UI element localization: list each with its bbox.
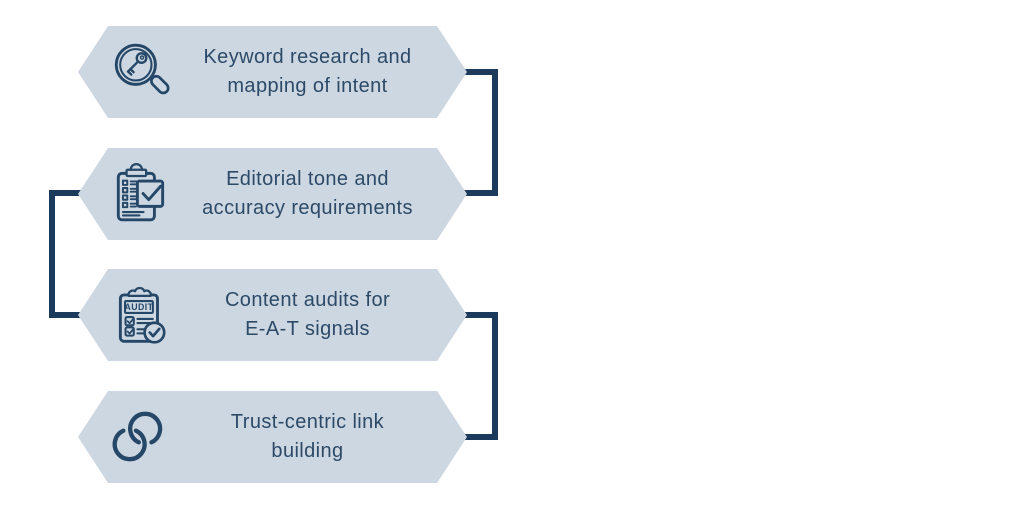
connector-step1-step2 (464, 69, 498, 196)
step-label: Trust-centric link building (174, 408, 467, 466)
step-label-line1: Trust-centric link (230, 411, 385, 433)
step-label-line2: accuracy requirements (202, 197, 413, 219)
process-step-banner-2: Editorial tone and accuracy requirements (78, 148, 467, 240)
step-label-line2: E-A-T signals (245, 318, 370, 340)
process-step-banner-4: Trust-centric link building (78, 391, 467, 483)
step-label-line2: mapping of intent (227, 75, 388, 97)
magnifier-key-icon (108, 39, 174, 105)
process-step-banner-3: AUDIT Content audits for E-A-T signals (78, 269, 467, 361)
audit-label: AUDIT (125, 302, 154, 312)
connector-step2-step3 (49, 190, 83, 318)
step-label: Content audits for E-A-T signals (174, 286, 467, 344)
step-label-line2: building (271, 440, 344, 462)
process-step-banner-1: Keyword research and mapping of intent (78, 26, 467, 118)
audit-clipboard-icon: AUDIT (108, 282, 174, 348)
chain-link-icon (108, 404, 174, 470)
step-label: Keyword research and mapping of intent (174, 43, 467, 101)
step-label-line1: Editorial tone and (226, 168, 389, 190)
connector-step3-step4 (464, 312, 498, 440)
step-label-line1: Keyword research and (203, 46, 412, 68)
step-label: Editorial tone and accuracy requirements (174, 165, 467, 223)
step-label-line1: Content audits for (224, 289, 391, 311)
checklist-clipboard-icon (108, 161, 174, 227)
